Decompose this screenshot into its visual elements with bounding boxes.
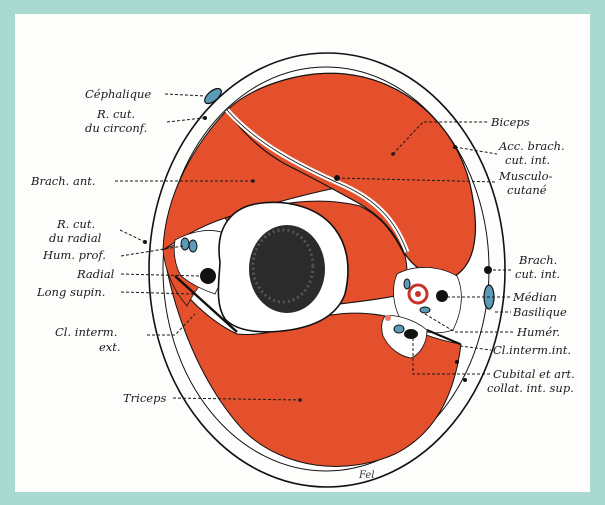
label-radial: Radial xyxy=(76,267,115,281)
nerve-dot-1 xyxy=(455,360,459,364)
leader-dot-brach-ant xyxy=(251,179,255,183)
label-r-cut-circonf-1: R. cut. xyxy=(96,107,135,121)
label-musculo-1: Musculo- xyxy=(498,169,553,183)
r-cut-circonf-nerve xyxy=(203,116,207,120)
arm-cross-section-diagram: Céphalique R. cut. du circonf. Brach. an… xyxy=(15,14,590,492)
small-artery-dot xyxy=(385,315,391,321)
label-cl-interm-int: Cl.interm.int. xyxy=(493,343,571,357)
leader-dot-triceps xyxy=(298,398,302,402)
label-r-cut-radial-1: R. cut. xyxy=(56,217,95,231)
label-cubital-1: Cubital et art. xyxy=(493,367,575,381)
label-acc-brach-1: Acc. brach. xyxy=(498,139,565,153)
label-brach-cut-int-1: Brach. xyxy=(518,253,557,267)
label-biceps: Biceps xyxy=(490,115,530,129)
label-r-cut-radial-2: du radial xyxy=(49,231,102,245)
label-cl-interm-ext-1: Cl. interm. xyxy=(55,325,117,339)
median-nerve xyxy=(436,290,448,302)
label-acc-brach-2: cut. int. xyxy=(505,153,550,167)
leader-r-cut-radial xyxy=(120,230,145,242)
label-brach-cut-int-2: cut. int. xyxy=(515,267,560,281)
label-cl-interm-ext-2: ext. xyxy=(99,340,121,354)
humerus-marrow xyxy=(249,225,325,313)
brach-cut-int-nerve xyxy=(484,266,492,274)
label-r-cut-circonf-2: du circonf. xyxy=(85,121,147,135)
radial-nerve xyxy=(200,268,216,284)
leader-dot-biceps xyxy=(391,152,395,156)
label-cubital-2: collat. int. sup. xyxy=(487,381,574,395)
figure-paper: Céphalique R. cut. du circonf. Brach. an… xyxy=(15,14,590,492)
brachial-artery xyxy=(409,285,427,303)
leader-cephalique xyxy=(165,94,205,96)
label-triceps: Triceps xyxy=(123,391,166,405)
label-hum-prof: Hum. prof. xyxy=(42,248,106,262)
label-musculo-2: cutané xyxy=(507,183,547,197)
nerve-dot-2 xyxy=(463,378,467,382)
artist-signature: Fel xyxy=(358,470,375,481)
label-brach-ant: Brach. ant. xyxy=(30,174,96,188)
label-basilique: Basilique xyxy=(512,305,567,319)
label-median: Médian xyxy=(512,290,557,304)
label-cephalique: Céphalique xyxy=(85,87,151,101)
label-humer: Humér. xyxy=(516,325,560,339)
label-long-supin: Long supin. xyxy=(36,285,105,299)
